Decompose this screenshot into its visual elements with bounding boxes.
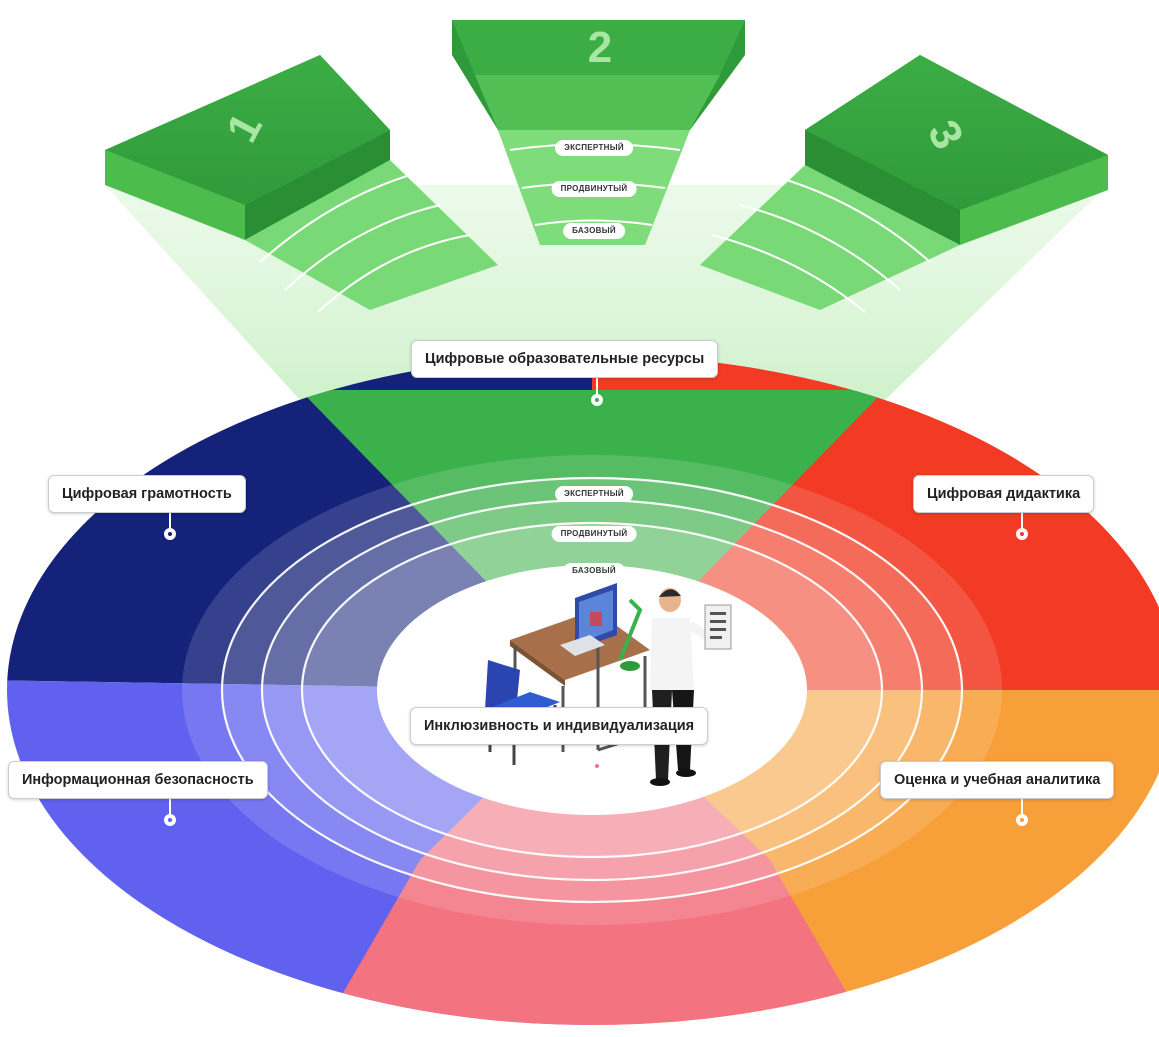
center-level-basic: БАЗОВЫЙ <box>563 563 625 579</box>
label-digital-didactics: Цифровая дидактика <box>913 475 1095 513</box>
center-level-advanced: ПРОДВИНУТЫЙ <box>551 526 637 542</box>
panel-level-basic: БАЗОВЫЙ <box>563 223 625 239</box>
label-assessment-analytics: Оценка и учебная аналитика <box>880 761 1115 799</box>
panel-level-expert: ЭКСПЕРТНЫЙ <box>555 140 633 156</box>
connector-markers <box>164 378 1028 826</box>
panel-2-shape <box>452 20 745 245</box>
sector-inclusivity <box>310 690 880 1025</box>
panel-3-shape <box>700 55 1108 313</box>
panel-level-advanced: ПРОДВИНУТЫЙ <box>551 181 637 197</box>
label-inclusivity: Инклюзивность и индивидуализация <box>410 707 709 745</box>
center-level-expert: ЭКСПЕРТНЫЙ <box>555 486 633 502</box>
panel-1-shape <box>105 55 498 313</box>
label-digital-literacy: Цифровая грамотность <box>48 475 246 513</box>
teacher-desk-illustration <box>485 583 732 786</box>
label-information-security: Информационная безопасность <box>8 761 268 799</box>
panel-2-number: 2 <box>587 23 613 72</box>
label-digital-resources: Цифровые образовательные ресурсы <box>411 340 719 378</box>
